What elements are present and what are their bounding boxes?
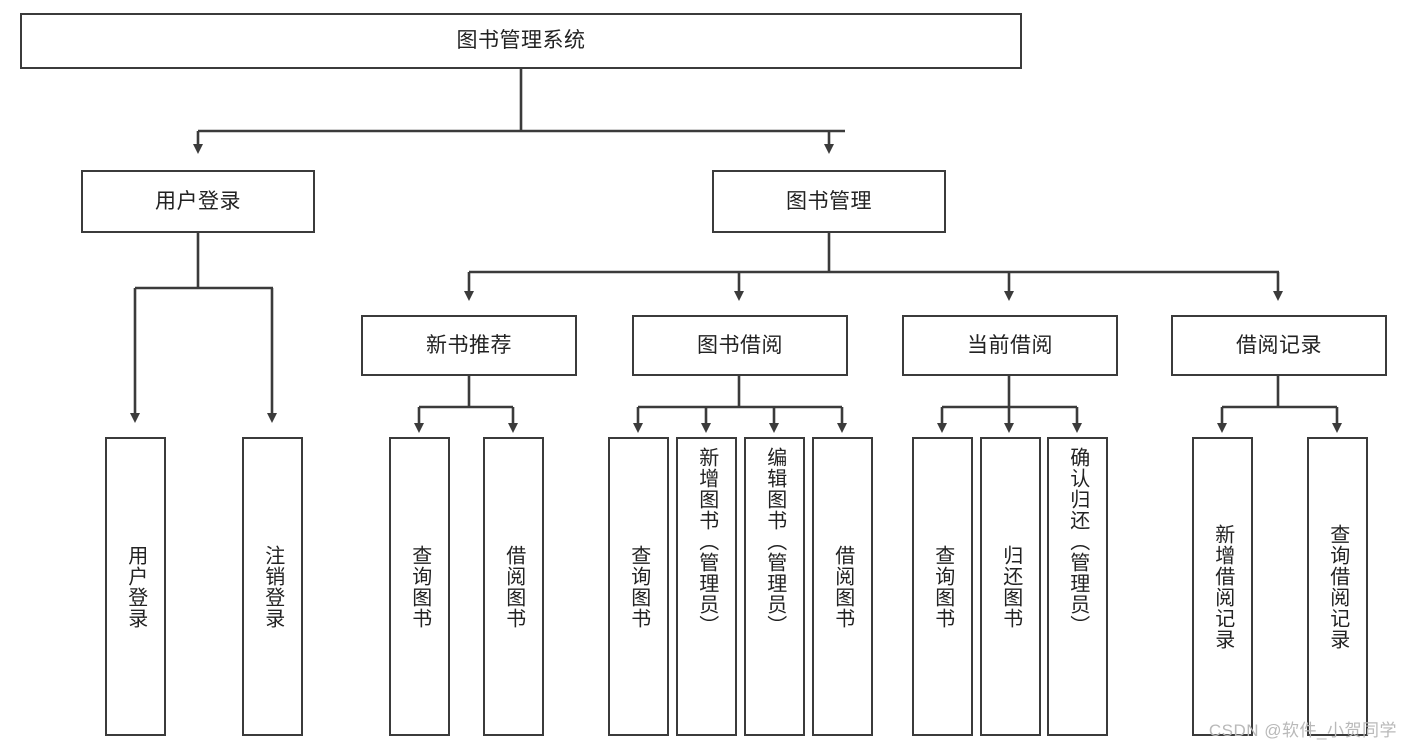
node-label: 归还图书	[999, 544, 1022, 629]
leaf-query-borrow-record[interactable]: 查询借阅记录	[1307, 437, 1368, 736]
leaf-edit-book-admin[interactable]: 编辑图书（管理员）	[744, 437, 805, 736]
node-label: 查询图书	[627, 544, 650, 629]
node-label: 新增借阅记录	[1211, 523, 1234, 650]
node-new-book-recommendation[interactable]: 新书推荐	[361, 315, 577, 376]
node-label: 借阅记录	[1236, 333, 1322, 357]
leaf-borrow-book-newbook[interactable]: 借阅图书	[483, 437, 544, 736]
node-label: 图书管理系统	[456, 29, 586, 53]
node-label: 借阅图书	[502, 544, 525, 629]
csdn-watermark: CSDN @软件_小贺同学	[1208, 721, 1397, 740]
node-label: 当前借阅	[967, 333, 1053, 357]
node-label: 图书借阅	[697, 333, 783, 357]
node-book-borrowing[interactable]: 图书借阅	[632, 315, 848, 376]
node-label: 查询图书	[408, 544, 431, 629]
leaf-confirm-return-admin[interactable]: 确认归还（管理员）	[1047, 437, 1108, 736]
node-root-book-management-system[interactable]: 图书管理系统	[20, 13, 1022, 69]
node-label: 用户登录	[124, 544, 147, 629]
leaf-user-login[interactable]: 用户登录	[105, 437, 166, 736]
leaf-return-book[interactable]: 归还图书	[980, 437, 1041, 736]
node-label: 确认归还（管理员）	[1066, 447, 1089, 636]
node-label: 新增图书（管理员）	[695, 447, 718, 636]
node-label: 查询借阅记录	[1326, 523, 1349, 650]
node-label: 注销登录	[261, 544, 284, 629]
node-label: 查询图书	[931, 544, 954, 629]
leaf-add-book-admin[interactable]: 新增图书（管理员）	[676, 437, 737, 736]
leaf-query-book-newbook[interactable]: 查询图书	[389, 437, 450, 736]
node-label: 图书管理	[786, 189, 872, 213]
node-label: 编辑图书（管理员）	[763, 447, 786, 636]
leaf-borrow-book-borrow[interactable]: 借阅图书	[812, 437, 873, 736]
leaf-query-book-borrow[interactable]: 查询图书	[608, 437, 669, 736]
leaf-logout-login[interactable]: 注销登录	[242, 437, 303, 736]
leaf-add-borrow-record[interactable]: 新增借阅记录	[1192, 437, 1253, 736]
node-book-management[interactable]: 图书管理	[712, 170, 946, 233]
node-user-login[interactable]: 用户登录	[81, 170, 315, 233]
node-borrowing-record[interactable]: 借阅记录	[1171, 315, 1387, 376]
leaf-query-book-current[interactable]: 查询图书	[912, 437, 973, 736]
node-current-borrowing[interactable]: 当前借阅	[902, 315, 1118, 376]
node-label: 用户登录	[155, 189, 241, 213]
node-label: 新书推荐	[426, 333, 512, 357]
node-label: 借阅图书	[831, 544, 854, 629]
